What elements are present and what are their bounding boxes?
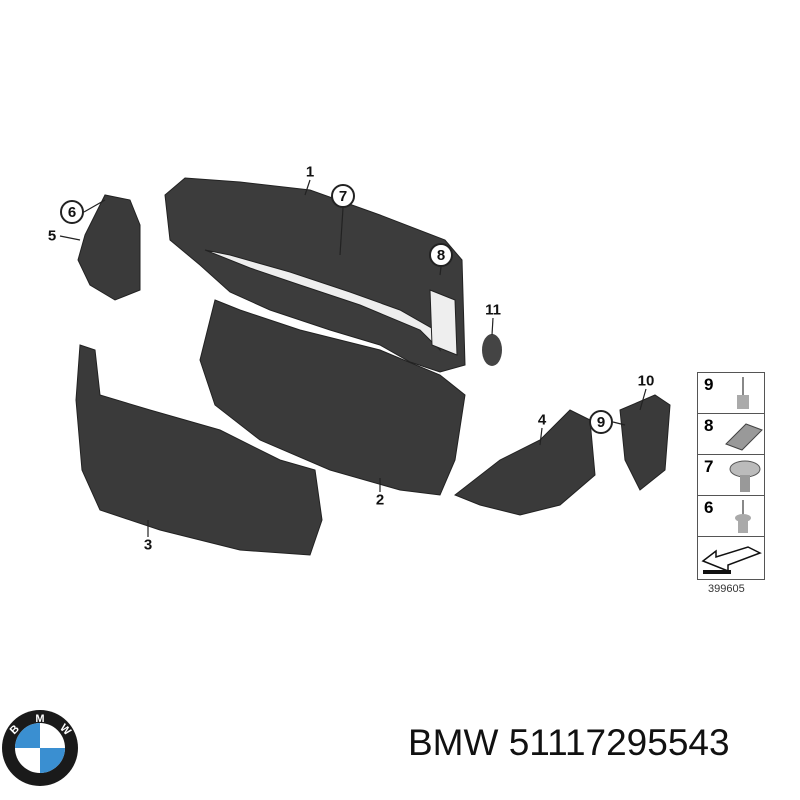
fastener-legend: 9 8 7 6 [697,372,765,580]
part-11-cap [482,334,502,366]
part-5-air-guide [77,194,141,301]
legend-number: 7 [704,457,714,476]
legend-number: 9 [704,375,714,394]
callout-2: 2 [375,491,385,509]
legend-row-9: 9 [698,373,764,414]
part-2-lower-duct [199,299,466,496]
reference-number: 399605 [708,583,745,595]
clip-nut-icon [725,423,763,451]
part-caption: BMW 51117295543 [408,722,730,763]
part-4-side-duct [454,409,596,516]
screw-icon [729,460,761,492]
legend-number: 8 [704,416,714,435]
expanding-rivet-icon [735,500,751,533]
bmw-logo: M B W [2,710,78,786]
part-1-air-duct-frame [164,177,466,373]
legend-row-6: 6 [698,496,764,537]
leader-lines [59,179,647,537]
part-3-bottom-guide [75,344,323,556]
legend-number: 6 [704,498,714,517]
callout-6: 6 [60,200,84,224]
legend-row-8: 8 [698,414,764,455]
callout-4: 4 [537,411,547,429]
callout-8: 8 [429,243,453,267]
callout-5: 5 [47,227,57,245]
svg-text:M: M [35,713,44,725]
rivet-icon [737,377,749,409]
legend-row-7: 7 [698,455,764,496]
callout-1: 1 [305,163,315,181]
callout-10: 10 [637,372,655,390]
callout-9: 9 [589,410,613,434]
direction-arrow-icon [701,546,762,574]
callout-3: 3 [143,536,153,554]
callout-7: 7 [331,184,355,208]
legend-row-arrow [698,537,764,578]
part-10-bracket [619,394,671,491]
callout-11: 11 [485,301,501,319]
